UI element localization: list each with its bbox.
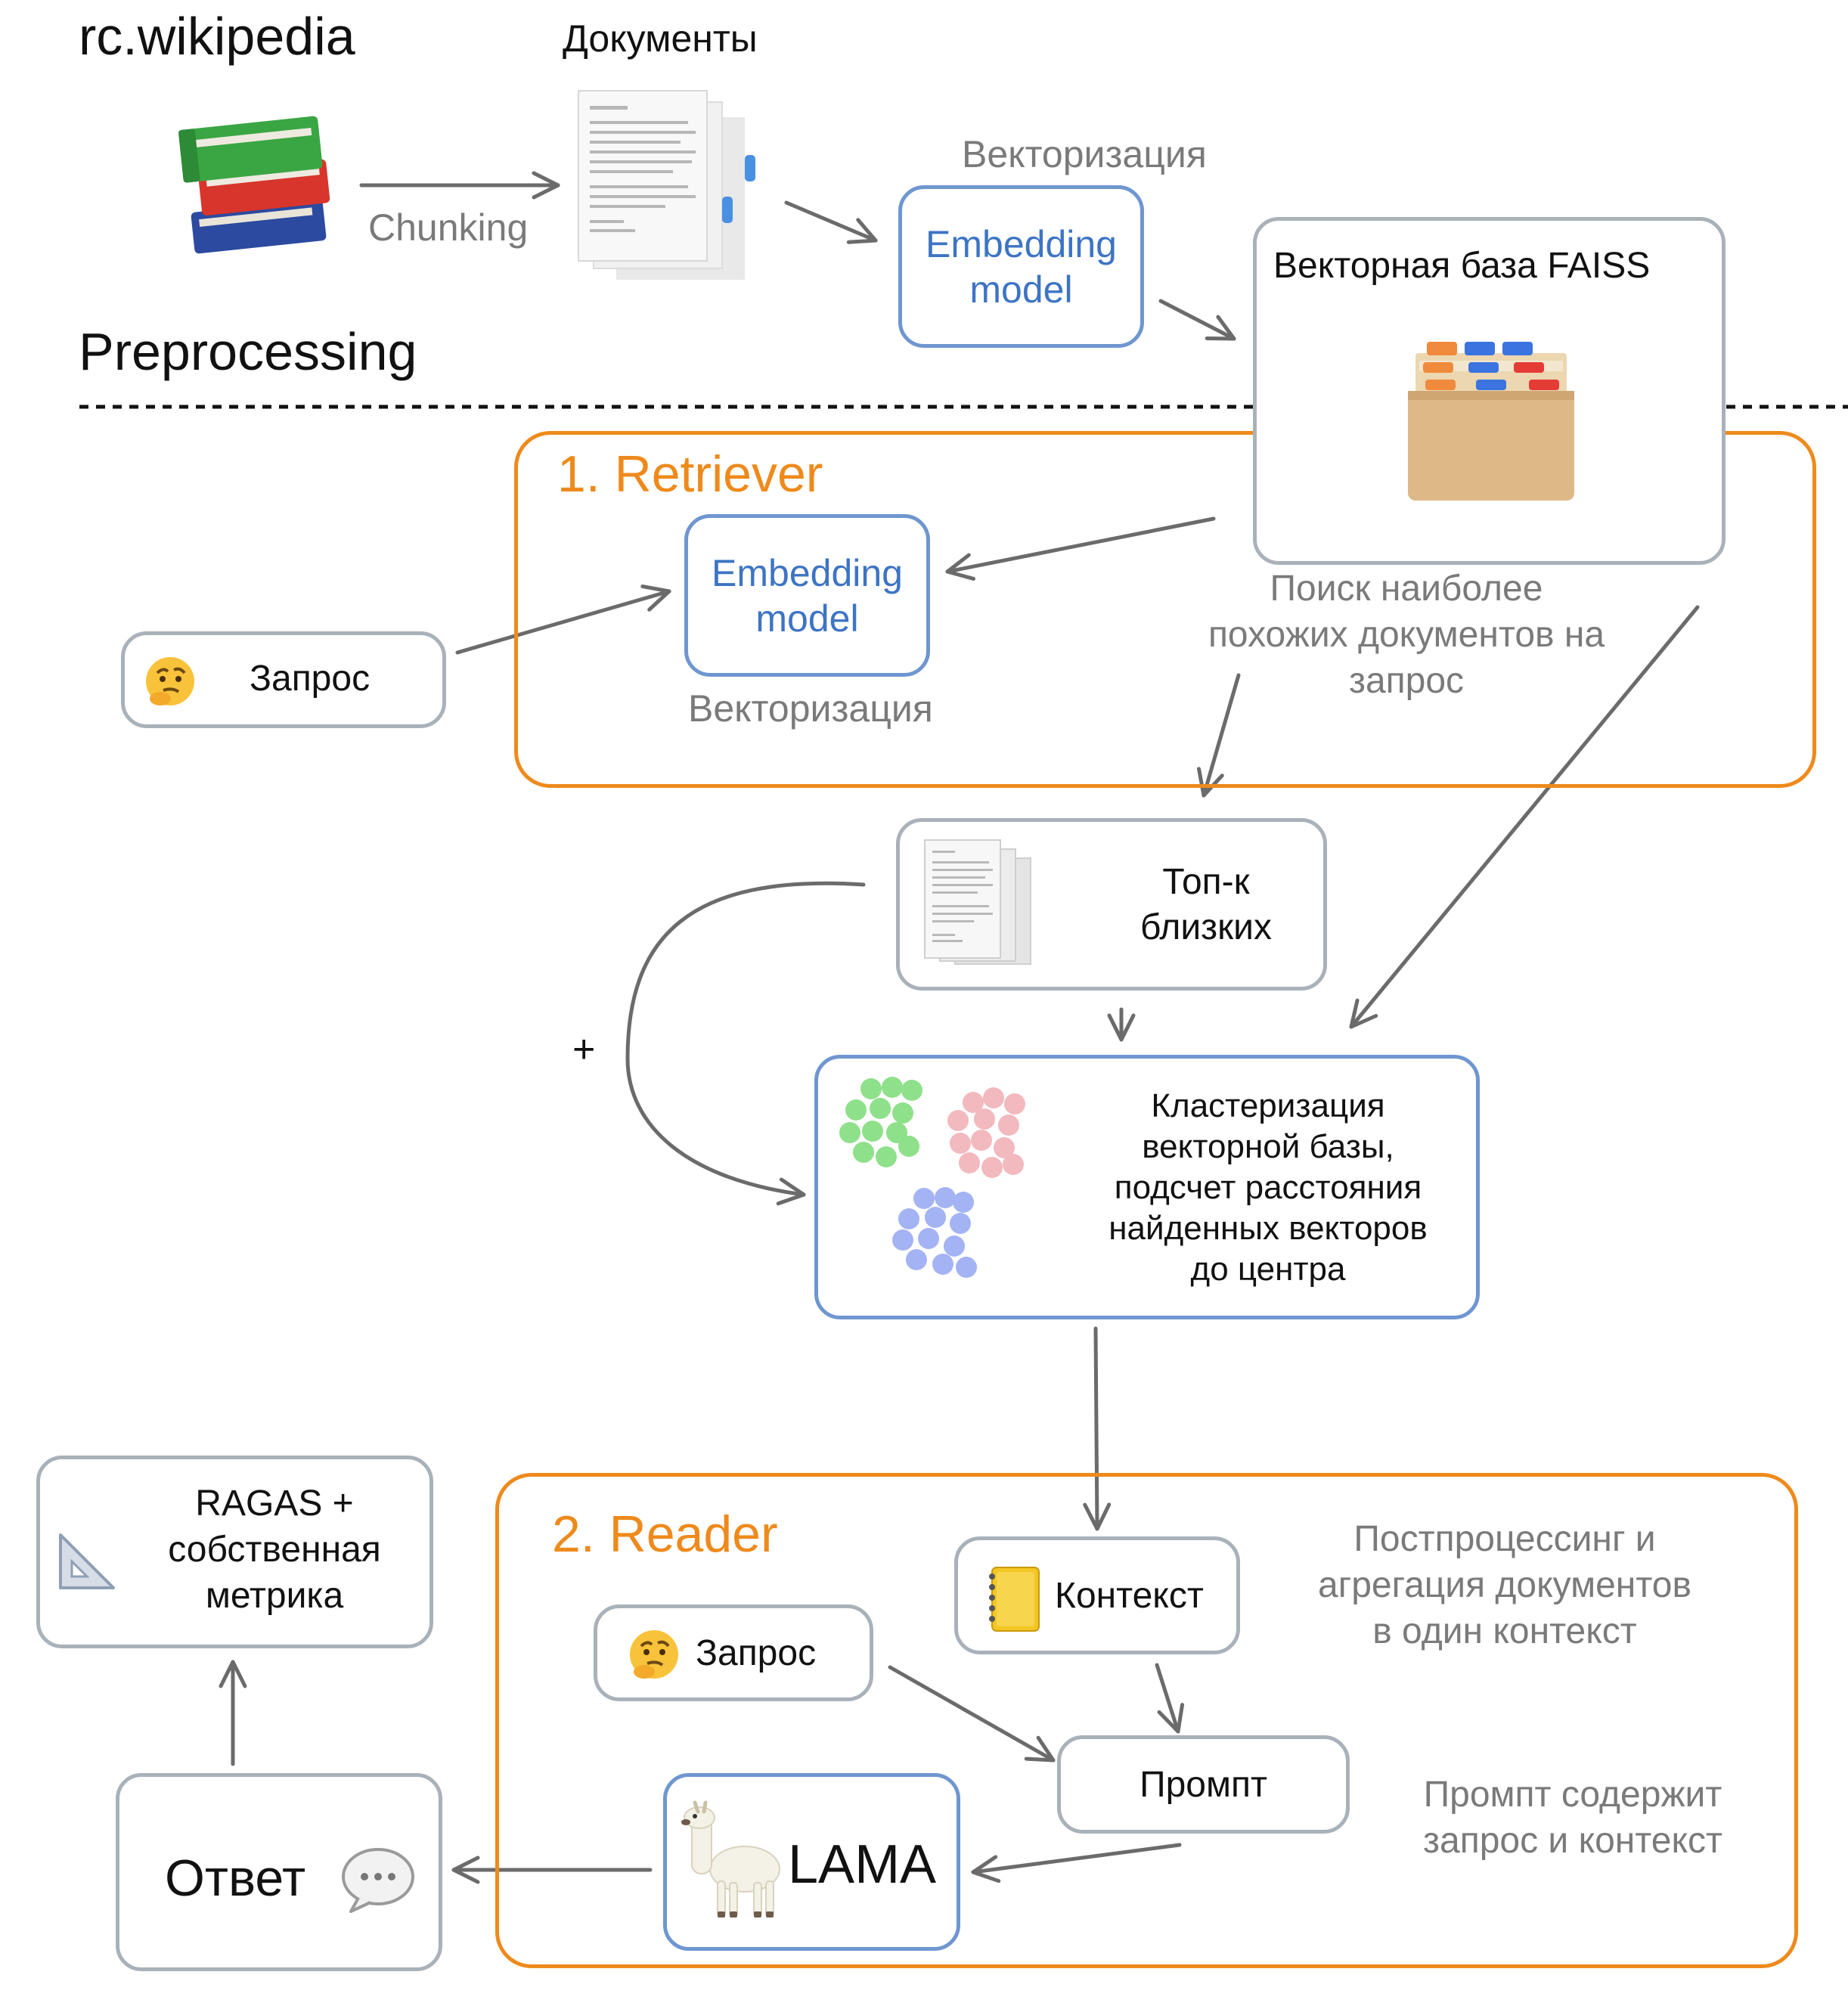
documents-label: Документы [563,17,758,60]
query-label: Запрос [250,659,371,699]
answer-label: Ответ [165,1849,306,1907]
embedding-model-preprocessing: Embedding model [898,185,1144,348]
documents-icon [924,839,1031,965]
clusters-illustration [839,1077,1025,1278]
arrow-query-to-prompt [888,1665,1056,1763]
arrow-faiss-to-retriever-embedding [945,516,1216,581]
llm-box: LAMA [663,1773,960,1951]
prompt-label: Промпт [1139,1764,1267,1805]
embedding-model-label: Embedding model [926,222,1117,311]
postprocess-note: Постпроцессинг и агрегация документов в … [1318,1519,1691,1651]
documents-icon [578,90,755,280]
prompt-note: Промпт содержит запрос и контекст [1423,1775,1722,1861]
triangular-ruler-icon [59,1533,115,1589]
arrow-prompt-to-llm [971,1843,1182,1883]
retriever-section [514,431,1816,788]
topk-label: Топ-к близких [1140,862,1272,947]
embedding-model-retriever: Embedding model [684,514,930,677]
arrow-embedding-to-faiss [1158,299,1236,341]
arrow-clustering-to-context [1083,1326,1112,1531]
answer-box: Ответ [116,1773,442,1971]
reader-title: 2. Reader [552,1505,778,1563]
chunking-label: Chunking [368,206,529,249]
retriever-title: 1. Retriever [557,445,823,503]
query-box-retriever: Запрос [121,631,446,728]
vectorization-label-retriever: Векторизация [688,687,933,730]
arrow-query-to-embedding [455,584,671,655]
context-label: Контекст [1055,1576,1204,1616]
arrow-faiss-to-clustering [1349,605,1700,1029]
notebook-icon [989,1567,1040,1632]
vectorization-label-top: Векторизация [962,133,1207,175]
topk-box: Топ-к близких [896,818,1327,991]
reader-section [495,1473,1798,1968]
context-box: Контекст [954,1536,1240,1654]
thinking-face-icon [630,1630,678,1679]
prompt-box: Промпт [1057,1735,1350,1834]
faiss-label: Векторная база FAISS [1273,246,1651,286]
metrics-box: RAGAS + собственная метрика [36,1456,433,1648]
card-file-box-icon [1408,342,1574,501]
clustering-box: Кластеризация векторной базы, подсчет ра… [814,1055,1480,1319]
query-box-reader: Запрос [594,1604,873,1701]
arrow-documents-to-embedding [784,200,878,244]
arrow-topk-loop-to-clustering [625,881,866,1206]
books-icon [178,116,330,254]
plus-sign: + [572,1028,596,1071]
llm-label: LAMA [788,1834,937,1895]
clustering-label: Кластеризация векторной базы, подсчет ра… [1108,1087,1428,1288]
preprocessing-title: Preprocessing [79,322,417,381]
source-title: rc.wikipedia [79,7,355,66]
arrow-search-to-topk [1197,673,1241,798]
llama-icon [681,1800,780,1918]
query-label: Запрос [696,1633,817,1673]
search-note: Поиск наиболее похожих документов на зап… [1208,569,1605,701]
faiss-vector-db: Векторная база FAISS [1253,217,1726,565]
arrow-context-to-prompt [1155,1663,1185,1734]
embedding-model-label: Embedding model [712,551,903,640]
speech-bubble-icon [342,1848,414,1913]
metrics-label: RAGAS + собственная метрика [168,1483,381,1616]
thinking-face-icon [146,657,194,705]
